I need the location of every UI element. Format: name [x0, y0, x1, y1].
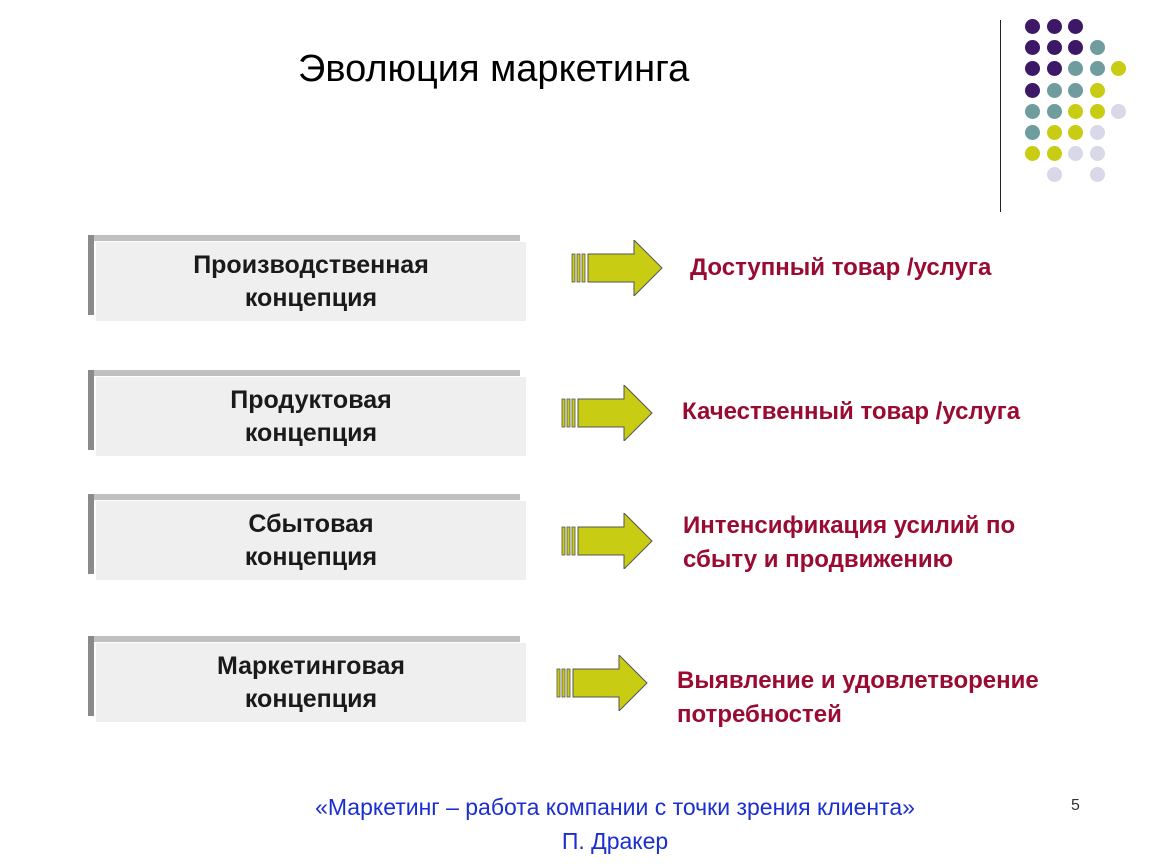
decorative-dot [1111, 61, 1126, 77]
concept-label: Маркетинговая концепция [217, 651, 405, 713]
arrow-right-icon [556, 655, 648, 711]
concept-label: Сбытовая концепция [244, 509, 378, 571]
decorative-dot [1025, 61, 1040, 77]
decorative-dot [1089, 82, 1105, 98]
decorative-dot [1089, 146, 1105, 162]
box-shadow-left [88, 636, 94, 716]
decorative-dot [1025, 40, 1040, 56]
concept-result-product: Качественный товар /услуга [682, 398, 1021, 425]
arrow-right-icon [571, 240, 663, 296]
decorative-dot [1068, 103, 1083, 119]
decorative-dot [1046, 146, 1062, 162]
concept-label: Продуктовая концепция [230, 385, 392, 447]
box-shadow-left [88, 370, 94, 450]
decorative-dot [1046, 125, 1062, 140]
decorative-dot [1068, 61, 1083, 77]
arrow-right-icon [561, 513, 653, 569]
concept-box-production: Производственная концепция [88, 235, 526, 321]
quote-text: «Маркетинг – работа компании с точки зре… [315, 794, 915, 854]
box-shadow-left [88, 235, 94, 315]
decorative-dot [1068, 40, 1083, 56]
decorative-dot [1046, 167, 1062, 183]
concept-result-production: Доступный товар /услуга [690, 254, 992, 281]
decorative-dot [1025, 82, 1040, 98]
title-divider [1000, 20, 1001, 212]
box-shadow-left [88, 494, 94, 574]
decorative-dot [1046, 103, 1062, 119]
decorative-dot [1089, 40, 1105, 56]
decorative-dot [1089, 61, 1105, 77]
concept-box-product: Продуктовая концепция [88, 370, 526, 456]
page-number: 5 [1071, 797, 1080, 814]
decorative-dot [1068, 146, 1083, 162]
box-face: Сбытовая концепция [96, 501, 526, 580]
concept-result-sales: Интенсификация усилий по сбыту и продвиж… [683, 512, 1016, 573]
decorative-dot [1068, 82, 1083, 98]
box-shadow-top [88, 235, 520, 241]
decorative-dot [1068, 125, 1083, 140]
decorative-dot [1046, 40, 1062, 56]
box-shadow-top [88, 370, 520, 376]
arrow-right-icon [561, 385, 653, 441]
box-face: Продуктовая концепция [96, 377, 526, 456]
decorative-dot [1111, 103, 1126, 119]
concept-box-sales: Сбытовая концепция [88, 494, 526, 580]
box-face: Производственная концепция [96, 242, 526, 321]
decorative-dot [1089, 103, 1105, 119]
decorative-dot [1025, 125, 1040, 140]
box-shadow-top [88, 636, 520, 642]
decorative-dot [1046, 82, 1062, 98]
decorative-dot [1089, 167, 1105, 183]
box-face: Маркетинговая концепция [96, 643, 526, 722]
slide-title: Эволюция маркетинга [298, 48, 690, 90]
concept-label: Производственная концепция [193, 250, 429, 312]
decorative-dot [1068, 19, 1083, 34]
decorative-dot [1025, 19, 1040, 34]
decorative-dot [1046, 61, 1062, 77]
concept-result-marketing: Выявление и удовлетворение потребностей [677, 667, 1039, 728]
decorative-dot [1025, 146, 1040, 162]
box-shadow-top [88, 494, 520, 500]
decorative-dot [1089, 125, 1105, 140]
decorative-dot [1046, 19, 1062, 34]
concept-box-marketing: Маркетинговая концепция [88, 636, 526, 722]
decorative-dot [1025, 103, 1040, 119]
